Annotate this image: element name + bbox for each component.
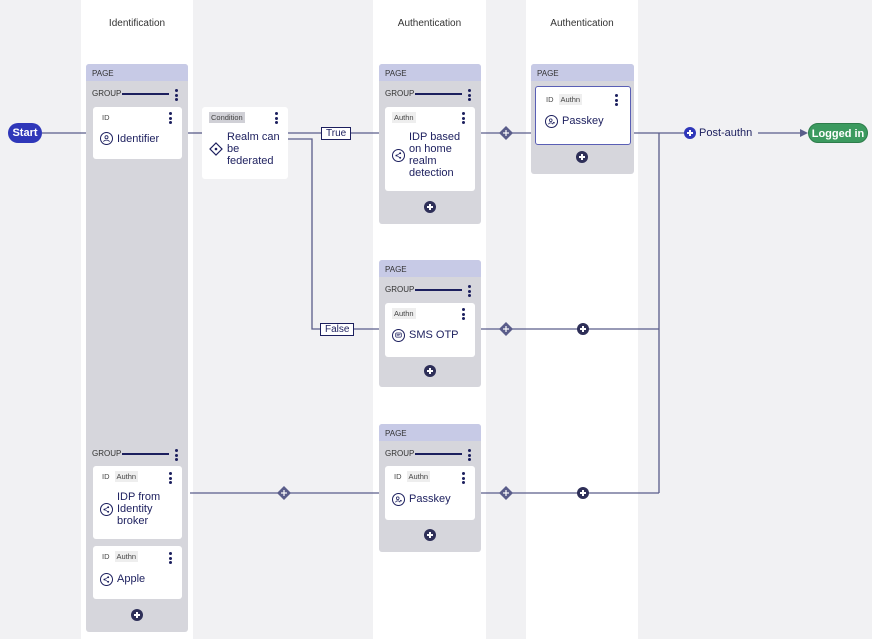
card-passkey-top[interactable]: ID Authn Passkey	[535, 86, 631, 145]
tag-id: ID	[394, 472, 402, 481]
add-step-plus-icon[interactable]	[131, 609, 143, 621]
card-menu-icon[interactable]	[275, 112, 278, 126]
group-label: GROUP	[385, 89, 415, 98]
branch-true-label: True	[321, 127, 352, 140]
card-idp-home-realm[interactable]: Authn IDP based on home realm detection	[385, 107, 475, 191]
logged-in-node[interactable]: Logged in	[808, 123, 868, 143]
start-node[interactable]: Start	[8, 123, 42, 143]
card-apple[interactable]: ID Authn Apple	[93, 546, 182, 599]
add-step-plus-icon[interactable]	[577, 323, 589, 335]
card-title: Passkey	[409, 493, 451, 505]
group-menu-icon[interactable]	[468, 285, 471, 299]
message-icon	[392, 329, 405, 342]
tag-authn: Authn	[114, 471, 139, 482]
tag-id: ID	[102, 552, 110, 561]
group-bar	[415, 93, 462, 95]
group-label: GROUP	[385, 285, 415, 294]
card-menu-icon[interactable]	[462, 308, 465, 322]
lane-title-authentication-2: Authentication	[550, 18, 614, 29]
group-bar	[122, 93, 169, 95]
add-step-plus-icon[interactable]	[576, 151, 588, 163]
post-authn-label: Post-authn	[699, 127, 753, 139]
card-identifier[interactable]: ID Identifier	[93, 107, 182, 159]
card-passkey-bottom[interactable]: ID Authn Passkey	[385, 466, 475, 520]
lane-title-authentication-1: Authentication	[397, 18, 462, 29]
page-label: PAGE	[86, 64, 188, 81]
group-menu-icon[interactable]	[175, 449, 178, 463]
tag-authn: Authn	[406, 471, 431, 482]
page-label: PAGE	[531, 64, 634, 81]
group-bar	[122, 453, 169, 455]
tag-authn: Authn	[114, 551, 139, 562]
tag-id: ID	[102, 113, 110, 122]
page-label: PAGE	[379, 260, 481, 277]
tag-authn: Authn	[392, 112, 416, 123]
card-idp-identity-broker[interactable]: ID Authn IDP from Identity broker	[93, 466, 182, 539]
group-menu-icon[interactable]	[175, 89, 178, 103]
condition-diamond-icon	[209, 142, 223, 156]
share-icon	[392, 149, 405, 162]
card-title: Realm can be federated	[227, 131, 280, 167]
card-menu-icon[interactable]	[169, 472, 172, 486]
card-title: SMS OTP	[409, 329, 459, 341]
post-authn-node[interactable]: Post-authn	[684, 126, 758, 141]
card-condition[interactable]: Condition Realm can be federated	[202, 107, 288, 179]
card-menu-icon[interactable]	[462, 472, 465, 486]
tag-id: ID	[102, 472, 110, 481]
tag-condition: Condition	[209, 112, 245, 123]
card-title: Identifier	[117, 133, 160, 145]
group-label: GROUP	[92, 89, 122, 98]
share-icon	[100, 503, 113, 516]
add-step-plus-icon[interactable]	[577, 487, 589, 499]
tag-authn: Authn	[558, 94, 583, 105]
group-bar	[415, 289, 462, 291]
group-bar	[415, 453, 462, 455]
add-step-plus-icon[interactable]	[424, 201, 436, 213]
passkey-icon	[392, 493, 405, 506]
card-sms-otp[interactable]: Authn SMS OTP	[385, 303, 475, 357]
page-label: PAGE	[379, 64, 481, 81]
passkey-icon	[545, 115, 558, 128]
card-title: IDP from Identity broker	[117, 491, 161, 527]
post-authn-plus-icon[interactable]	[684, 127, 696, 139]
tag-id: ID	[546, 95, 554, 104]
tag-authn: Authn	[392, 308, 416, 319]
card-title: Passkey	[562, 115, 604, 127]
user-icon	[100, 132, 113, 145]
group-label: GROUP	[385, 449, 415, 458]
group-menu-icon[interactable]	[468, 89, 471, 103]
group-label: GROUP	[92, 449, 122, 458]
card-title: Apple	[117, 573, 146, 585]
add-step-plus-icon[interactable]	[424, 365, 436, 377]
lane-title-identification: Identification	[108, 18, 166, 29]
card-menu-icon[interactable]	[169, 552, 172, 566]
add-step-plus-icon[interactable]	[424, 529, 436, 541]
branch-false-label: False	[320, 323, 355, 336]
card-menu-icon[interactable]	[615, 94, 618, 108]
card-menu-icon[interactable]	[462, 112, 465, 126]
card-title: IDP based on home realm detection	[409, 131, 461, 179]
card-menu-icon[interactable]	[169, 112, 172, 126]
group-menu-icon[interactable]	[468, 449, 471, 463]
share-icon	[100, 573, 113, 586]
page-label: PAGE	[379, 424, 481, 441]
